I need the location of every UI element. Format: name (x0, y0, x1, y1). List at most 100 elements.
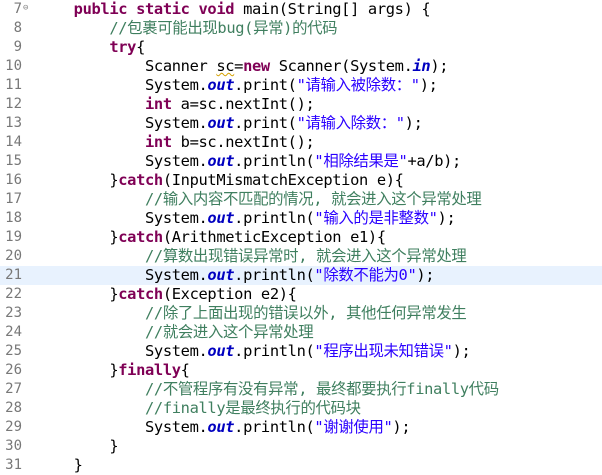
code-text[interactable]: System.out.print("请输入被除数："); (38, 76, 438, 95)
code-token: System. (38, 76, 208, 94)
code-text[interactable]: Scanner sc=new Scanner(System.in); (38, 57, 449, 76)
code-text[interactable]: System.out.println("相除结果是"+a/b); (38, 152, 461, 171)
line-number[interactable]: 10 (5, 58, 22, 74)
code-token: System. (38, 152, 208, 170)
code-line[interactable]: 18 System.out.println("输入的是非整数"); (0, 209, 602, 228)
line-number[interactable]: 25 (5, 343, 22, 359)
code-line[interactable]: 26 }finally{ (0, 361, 602, 380)
code-token: ); (416, 266, 435, 284)
line-number[interactable]: 7 (13, 1, 22, 17)
code-text[interactable]: }catch(Exception e2){ (38, 285, 297, 304)
code-text[interactable]: //不管程序有没有异常, 最终都要执行finally代码 (38, 380, 499, 399)
line-number[interactable]: 16 (5, 172, 22, 188)
code-text[interactable]: }finally{ (38, 361, 190, 380)
code-line[interactable]: 16 }catch(InputMismatchException e){ (0, 171, 602, 190)
line-number[interactable]: 29 (5, 419, 22, 435)
code-token: .println( (234, 418, 315, 436)
collapse-minus-icon[interactable]: ⊖ (23, 3, 29, 13)
code-text[interactable]: }catch(ArithmeticException e1){ (38, 228, 386, 247)
line-number[interactable]: 14 (5, 134, 22, 150)
field-token: out (207, 209, 235, 227)
code-line[interactable]: 10 Scanner sc=new Scanner(System.in); (0, 57, 602, 76)
code-line[interactable]: 22 }catch(Exception e2){ (0, 285, 602, 304)
code-token: } (38, 437, 119, 455)
line-number[interactable]: 8 (13, 20, 22, 36)
code-text[interactable]: System.out.println("输入的是非整数"); (38, 209, 456, 228)
field-token: in (412, 57, 431, 75)
code-token: System. (38, 114, 208, 132)
code-text[interactable]: public static void main(String[] args) { (38, 0, 431, 19)
code-token: Scanner(System. (269, 57, 413, 75)
code-line-current[interactable]: 21 System.out.println("除数不能为0"); (0, 266, 602, 285)
code-token: ); (404, 114, 423, 132)
line-number[interactable]: 18 (5, 210, 22, 226)
line-number[interactable]: 20 (5, 248, 22, 264)
line-number[interactable]: 11 (5, 77, 22, 93)
line-number[interactable]: 27 (5, 381, 22, 397)
line-number[interactable]: 13 (5, 115, 22, 131)
code-line[interactable]: 19 }catch(ArithmeticException e1){ (0, 228, 602, 247)
line-number[interactable]: 12 (5, 96, 22, 112)
code-line[interactable]: 30 } (0, 437, 602, 456)
code-token (38, 323, 145, 341)
line-number[interactable]: 15 (5, 153, 22, 169)
line-number[interactable]: 21 (5, 267, 22, 283)
code-text[interactable]: } (38, 456, 83, 475)
line-number[interactable]: 28 (5, 400, 22, 416)
code-line[interactable]: 25 System.out.println("程序出现未知错误"); (0, 342, 602, 361)
code-line[interactable]: 27 //不管程序有没有异常, 最终都要执行finally代码 (0, 380, 602, 399)
code-token: .println( (234, 266, 315, 284)
code-token: System. (38, 266, 208, 284)
code-line[interactable]: 12 int a=sc.nextInt(); (0, 95, 602, 114)
code-line[interactable]: 14 int b=sc.nextInt(); (0, 133, 602, 152)
code-line[interactable]: 13 System.out.print("请输入除数："); (0, 114, 602, 133)
code-token: ); (430, 57, 449, 75)
code-text[interactable]: System.out.println("除数不能为0"); (38, 266, 435, 285)
code-text[interactable]: System.out.println("谢谢使用"); (38, 418, 411, 437)
code-text[interactable]: //包裹可能出现bug(异常)的代码 (38, 19, 337, 38)
keyword-token: catch (118, 228, 163, 246)
code-text[interactable]: System.out.print("请输入除数："); (38, 114, 423, 133)
code-text[interactable]: //输入内容不匹配的情况, 就会进入这个异常处理 (38, 190, 482, 209)
line-number[interactable]: 17 (5, 191, 22, 207)
code-line[interactable]: 7⊖ public static void main(String[] args… (0, 0, 602, 19)
line-number[interactable]: 31 (5, 457, 22, 473)
code-line[interactable]: 28 //finally是最终执行的代码块 (0, 399, 602, 418)
code-text[interactable]: int b=sc.nextInt(); (38, 133, 315, 152)
code-text[interactable]: } (38, 437, 118, 456)
code-line[interactable]: 31 } (0, 456, 602, 475)
code-text[interactable]: try{ (38, 38, 145, 57)
code-token (127, 0, 136, 18)
line-number[interactable]: 22 (5, 286, 22, 302)
code-text[interactable]: //算数出现错误异常时, 就会进入这个异常处理 (38, 247, 467, 266)
code-line[interactable]: 24 //就会进入这个异常处理 (0, 323, 602, 342)
code-line[interactable]: 23 //除了上面出现的错误以外, 其他任何异常发生 (0, 304, 602, 323)
code-token: ); (392, 418, 411, 436)
comment-token: //输入内容不匹配的情况, 就会进入这个异常处理 (145, 190, 482, 208)
line-number[interactable]: 9 (13, 39, 22, 55)
code-text[interactable]: //finally是最终执行的代码块 (38, 399, 361, 418)
line-number[interactable]: 30 (5, 438, 22, 454)
code-token: b=sc.nextInt(); (171, 133, 315, 151)
code-text[interactable]: //除了上面出现的错误以外, 其他任何异常发生 (38, 304, 467, 323)
code-token: System. (38, 418, 208, 436)
string-token: "相除结果是" (314, 152, 408, 170)
code-line[interactable]: 9 try{ (0, 38, 602, 57)
line-number[interactable]: 24 (5, 324, 22, 340)
code-line[interactable]: 15 System.out.println("相除结果是"+a/b); (0, 152, 602, 171)
code-text[interactable]: //就会进入这个异常处理 (38, 323, 314, 342)
code-token: .println( (234, 209, 315, 227)
code-text[interactable]: }catch(InputMismatchException e){ (38, 171, 404, 190)
code-line[interactable]: 8 //包裹可能出现bug(异常)的代码 (0, 19, 602, 38)
code-line[interactable]: 29 System.out.println("谢谢使用"); (0, 418, 602, 437)
code-text[interactable]: int a=sc.nextInt(); (38, 95, 315, 114)
line-number[interactable]: 19 (5, 229, 22, 245)
code-line[interactable]: 11 System.out.print("请输入被除数："); (0, 76, 602, 95)
code-line[interactable]: 20 //算数出现错误异常时, 就会进入这个异常处理 (0, 247, 602, 266)
comment-token: //finally是最终执行的代码块 (145, 399, 361, 417)
line-number[interactable]: 26 (5, 362, 22, 378)
code-line[interactable]: 17 //输入内容不匹配的情况, 就会进入这个异常处理 (0, 190, 602, 209)
line-number[interactable]: 23 (5, 305, 22, 321)
code-text[interactable]: System.out.println("程序出现未知错误"); (38, 342, 471, 361)
